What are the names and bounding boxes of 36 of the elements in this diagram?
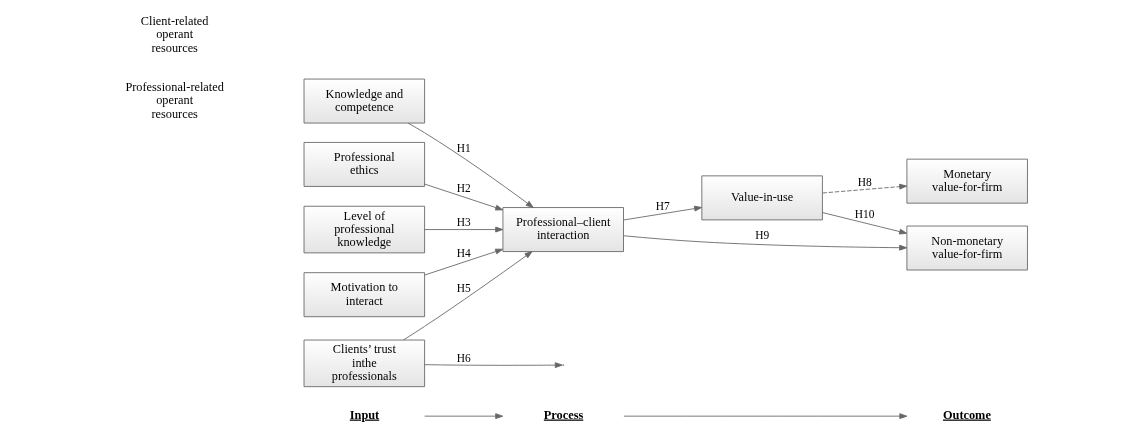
arrow xyxy=(423,413,503,420)
edge-label: H3 xyxy=(456,216,471,229)
node-box: Clients’ trust inthe professionals xyxy=(303,339,425,388)
edge-label: H6 xyxy=(456,351,471,364)
edge-label: H9 xyxy=(754,228,769,241)
label: Client-related operant resources xyxy=(140,14,208,55)
edge-label: H8 xyxy=(857,175,872,188)
edge-label: H4 xyxy=(456,247,471,260)
arrow xyxy=(821,183,907,194)
arrow xyxy=(423,362,563,369)
node-box: Monetary value-for-firm xyxy=(905,158,1028,204)
node-text: Input xyxy=(349,407,379,422)
node-box: Non-monetary value-for-firm xyxy=(905,225,1028,271)
edge-label: H5 xyxy=(456,282,471,295)
edge-label: H7 xyxy=(655,199,670,212)
arrow xyxy=(622,413,907,420)
label: Professional-related operant resources xyxy=(124,80,224,121)
node-box: Value-in-use xyxy=(700,175,823,221)
arrow xyxy=(622,205,702,221)
edge-label: H10 xyxy=(854,208,875,221)
arrow xyxy=(423,183,503,211)
arrow xyxy=(407,122,534,208)
node-box: Motivation to interact xyxy=(303,272,425,318)
arrow xyxy=(423,226,503,233)
node-text: Outcome xyxy=(942,407,991,422)
node-text: Process xyxy=(543,407,583,422)
node-box: Level of professional knowledge xyxy=(303,205,425,254)
arrow xyxy=(423,248,503,276)
arrow xyxy=(402,251,532,341)
edge-label: H2 xyxy=(456,182,471,195)
node-box: Professional ethics xyxy=(303,142,425,187)
edge-label: H1 xyxy=(456,142,471,155)
node-box: Knowledge and competence xyxy=(303,78,425,124)
node-box: Professional–client interaction xyxy=(502,207,624,252)
arrow xyxy=(821,212,907,235)
arrow xyxy=(622,235,907,251)
